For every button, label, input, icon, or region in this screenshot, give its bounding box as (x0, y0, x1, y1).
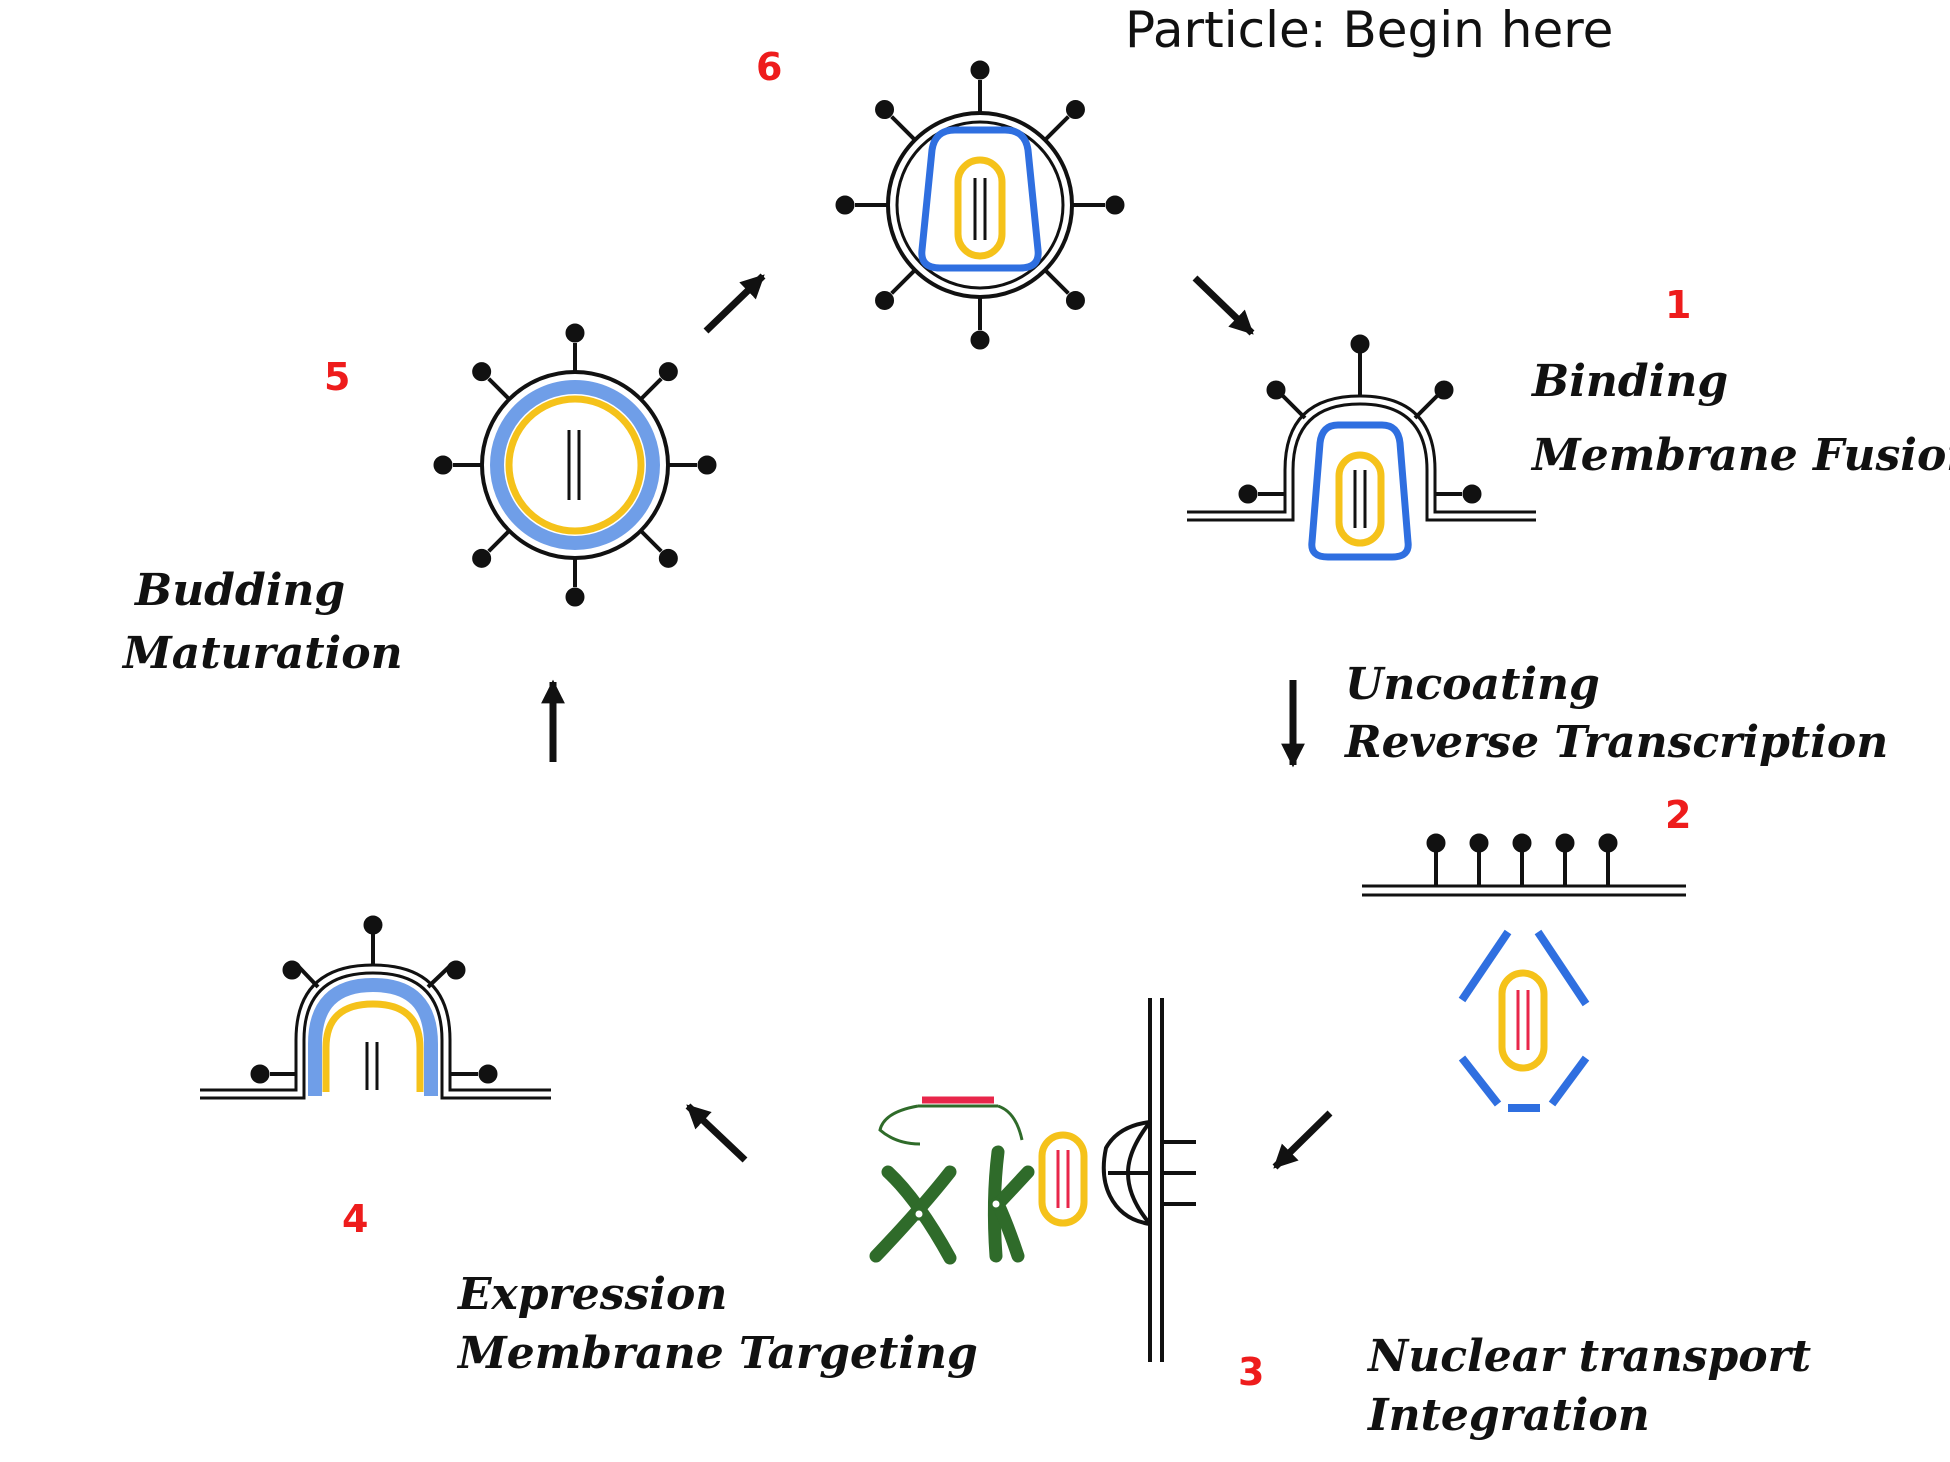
host-dna-strand (878, 1104, 1024, 1146)
capsid-shell (308, 977, 438, 1096)
step-5-label-line2: Maturation (121, 628, 403, 679)
broken-capsid (1458, 929, 1590, 1112)
core (1498, 969, 1548, 1072)
cycle-arrows (541, 273, 1333, 1170)
step-5-label-line1: Budding (133, 565, 345, 616)
chromosomes (869, 1145, 1035, 1265)
virion-particle-6 (835, 60, 1125, 350)
step-1-number: 1 (1665, 283, 1691, 327)
nuclear-integration-3 (869, 998, 1196, 1362)
nuclear-pore-complex (1101, 1120, 1196, 1226)
membrane-glycoproteins (1426, 833, 1618, 886)
arrow-5-to-6 (703, 273, 766, 334)
step-2-label-line1: Uncoating (1345, 659, 1600, 710)
capsid-shell (1308, 421, 1412, 561)
core (954, 156, 1006, 260)
step-6-number: 6 (756, 45, 782, 89)
binding-fusion-particle-1 (1187, 334, 1536, 561)
capsid-shell (490, 380, 660, 550)
step-3-label-line2: Integration (1366, 1390, 1650, 1441)
step-1-label-line1: Binding (1530, 356, 1728, 407)
step-3-number: 3 (1238, 1350, 1264, 1394)
step-3-label-line1: Nuclear transport (1366, 1331, 1811, 1382)
core (1038, 1131, 1088, 1227)
uncoating-2 (1362, 833, 1686, 1112)
core (1335, 451, 1385, 547)
step-4-label-line2: Membrane Targeting (456, 1328, 978, 1379)
step-2-label-line2: Reverse Transcription (1343, 717, 1888, 768)
glycoprotein-spikes (835, 60, 1125, 350)
core (322, 1000, 424, 1092)
arrow-6-to-1 (1192, 275, 1255, 336)
step-2-number: 2 (1665, 793, 1691, 837)
step-4-number: 4 (342, 1197, 368, 1241)
diagram-title: Particle: Begin here (1125, 1, 1613, 59)
arrow-2-to-3 (1272, 1110, 1333, 1170)
arrow-3-to-4 (685, 1103, 748, 1163)
step-1-label-line2: Membrane Fusion (1530, 430, 1950, 481)
glycoprotein-spikes (433, 323, 717, 607)
step-5-number: 5 (324, 355, 350, 399)
capsid-shell (918, 126, 1042, 272)
step-4-label-line1: Expression (456, 1269, 727, 1320)
budding-particle-4 (200, 915, 551, 1100)
virion-particle-5 (433, 323, 717, 607)
core (505, 395, 645, 535)
